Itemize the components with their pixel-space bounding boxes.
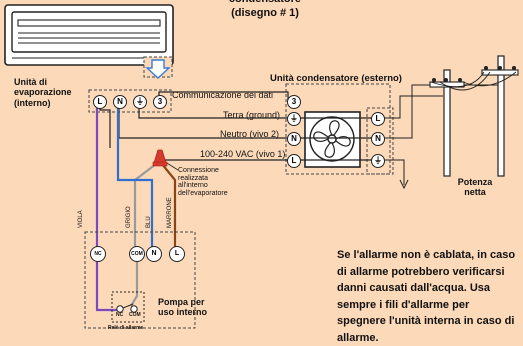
wire-label-live: 100-240 VAC (vivo 1) (200, 149, 286, 159)
wire-label-marrone: MARRONE (167, 197, 173, 228)
pump-terminal-com: COM (129, 246, 145, 262)
indoor-ac-unit-icon (4, 4, 174, 66)
wire-label-ground: Terra (ground) (223, 110, 281, 120)
indoor-terminal-l: L (93, 95, 107, 109)
alarm-relay-icon (111, 291, 145, 323)
indoor-terminal-ground: ⏚ (133, 95, 147, 109)
outdoor-terminal-3: 3 (287, 95, 301, 109)
wiring-diagram (4, 4, 519, 329)
outdoor-terminal-n: N (287, 132, 301, 146)
wire-label-neutral: Neutro (vivo 2) (220, 129, 280, 139)
pump-terminal-nc: NC (90, 246, 106, 262)
indoor-unit-label: Unità di evaporazione (interno) (14, 77, 72, 108)
connection-note: Connessione realizzata all'interno dell'… (178, 167, 228, 198)
outdoor-terminal-l: L (287, 154, 301, 168)
power-terminal-ground: ⏚ (371, 154, 385, 168)
pump-label: Pompa per uso interno (158, 297, 207, 318)
outdoor-unit-label: Unità condensatore (esterno) (270, 73, 402, 84)
wire-label-comm: Communicazione dei dati (172, 90, 274, 100)
relay-label: Relè di allarme (108, 325, 144, 331)
outdoor-terminal-ground: ⏚ (287, 112, 301, 126)
pump-wires (95, 108, 177, 312)
wire-label-blu: BLU (146, 216, 152, 228)
pump-terminal-l: L (169, 246, 185, 262)
pump-terminal-n: N (146, 246, 162, 262)
indoor-terminal-3: 3 (153, 95, 167, 109)
diagram-title-line2: (disegno # 1) (231, 7, 299, 19)
power-terminal-l: L (371, 112, 385, 126)
fan-icon (304, 111, 361, 168)
diagram-title-line1: condensatore (215, 0, 315, 6)
relay-com-label: COM (129, 312, 141, 318)
power-label: Potenza netta (457, 177, 493, 198)
wire-nut-icon (152, 149, 168, 167)
wire-label-grigio: GRIGIO (126, 206, 132, 228)
wire-label-viola: VIOLA (78, 210, 84, 228)
alarm-warning-note: Se l'allarme non è cablata, in caso di a… (337, 249, 516, 344)
arrow-down-icon (145, 59, 171, 79)
indoor-terminal-n: N (113, 95, 127, 109)
power-terminal-n: N (371, 132, 385, 146)
relay-nc-label: NC (116, 312, 124, 318)
utility-pole-icon (429, 55, 519, 177)
